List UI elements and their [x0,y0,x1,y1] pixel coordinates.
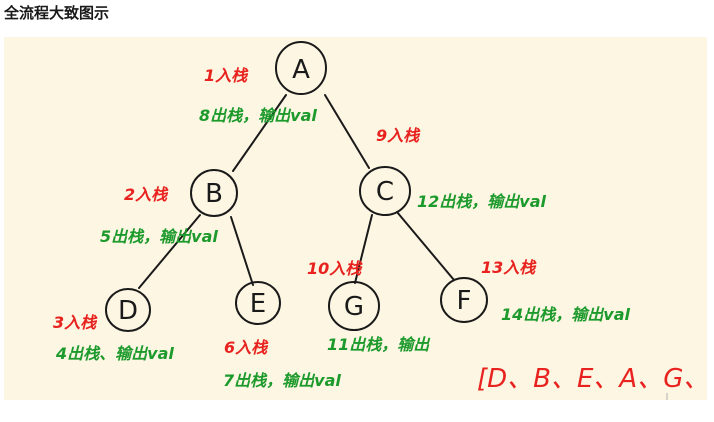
node-label-b: B [205,179,223,209]
edge-c-f [396,211,455,281]
tree-diagram: A B C D E G F 1入栈 2入栈 9入栈 3入栈 6入栈 10入栈 1… [53,41,707,400]
edge-a-c [324,94,370,169]
annotation-b-pop: 5出栈，输出val [100,227,218,246]
node-circle-e [235,281,281,325]
node-circle-a [275,41,327,95]
annotation-c-pop: 12出栈，输出val [417,192,546,211]
annotation-g-push: 10入栈 [307,259,363,278]
node-label-c: C [376,177,394,207]
node-circle-f [440,277,488,323]
node-label-a: A [292,55,310,85]
annotation-b-push: 2入栈 [124,185,169,204]
annotation-d-pop: 4出栈、输出val [55,344,174,363]
annotation-a-pop: 8出栈，输出val [199,106,317,125]
node-circle-c [359,166,411,216]
annotation-f-push: 13入栈 [481,258,537,277]
node-circle-b [190,169,238,217]
edge-c-g [354,214,373,284]
edge-a-b [232,94,287,172]
edge-b-e [230,216,254,286]
annotation-d-push: 3入栈 [53,313,98,332]
annotation-c-push: 9入栈 [376,126,421,145]
annotation-e-push: 6入栈 [224,338,269,357]
diagram-panel: A B C D E G F 1入栈 2入栈 9入栈 3入栈 6入栈 10入栈 1… [4,37,707,400]
node-label-d: D [118,296,138,326]
node-circle-g [328,281,380,331]
annotation-e-pop: 7出栈，输出val [223,371,341,390]
page-heading: 全流程大致图示 [4,4,110,22]
edge-b-d [138,214,201,289]
node-circle-d [105,288,151,332]
traversal-result: [D、B、E、A、G、C、F] [477,364,707,394]
node-label-f: F [457,286,472,316]
annotation-f-pop: 14出栈，输出val [501,305,630,324]
node-label-g: G [344,292,364,322]
annotation-g-pop: 11出栈，输出 [327,335,431,354]
node-label-e: E [250,289,266,319]
annotation-a-push: 1入栈 [204,66,249,85]
